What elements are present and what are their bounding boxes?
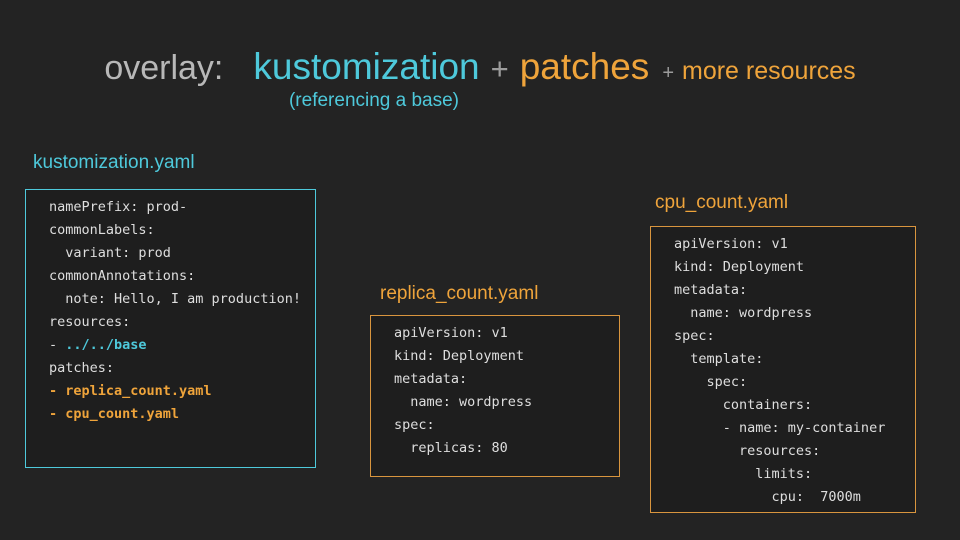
code-line: note: Hello, I am production! [49, 288, 307, 311]
code-line: metadata: [394, 368, 611, 391]
code-segment: resources: [49, 314, 131, 330]
code-line: containers: [674, 394, 907, 417]
code-line: limits: [674, 463, 907, 486]
code-segment: - [49, 337, 66, 353]
panel-kustomization-yaml: kustomization.yaml namePrefix: prod-comm… [25, 152, 316, 468]
code-box-kustomization: namePrefix: prod-commonLabels: variant: … [25, 189, 316, 468]
code-segment: spec: [674, 374, 748, 390]
panel-label-replica-count: replica_count.yaml [380, 283, 539, 304]
code-line: commonLabels: [49, 219, 307, 242]
code-line: - ../../base [49, 334, 307, 357]
code-segment: variant: prod [49, 245, 171, 261]
code-segment: apiVersion: v1 [674, 236, 788, 252]
code-segment: kind: Deployment [674, 259, 805, 275]
title-patches: patches [519, 46, 650, 87]
code-segment: - replica_count.yaml [49, 383, 212, 399]
code-line: name: wordpress [674, 302, 907, 325]
code-segment: - name: my-container [674, 420, 886, 436]
panel-cpu-count-yaml: cpu_count.yaml apiVersion: v1 kind: Deplo… [650, 192, 916, 513]
code-line: resources: [49, 311, 307, 334]
code-segment: apiVersion: v1 [394, 325, 508, 341]
code-segment: metadata: [394, 371, 468, 387]
code-line: namePrefix: prod- [49, 196, 307, 219]
code-segment: name: wordpress [394, 394, 533, 410]
code-line: spec: [674, 325, 907, 348]
code-segment: commonAnnotations: [49, 268, 196, 284]
code-segment: resources: [674, 443, 821, 459]
panel-label-cpu-count: cpu_count.yaml [655, 192, 789, 213]
code-segment: template: [674, 351, 764, 367]
code-segment: commonLabels: [49, 222, 155, 238]
code-segment: namePrefix: prod- [49, 199, 188, 215]
code-segment: name: wordpress [674, 305, 813, 321]
code-segment: kind: Deployment [394, 348, 525, 364]
code-segment: ../../base [65, 337, 147, 353]
code-line: metadata: [674, 279, 907, 302]
title-plus-2: + [662, 62, 674, 84]
code-segment: note: Hello, I am production! [49, 291, 301, 307]
title-overlay: overlay: [104, 49, 224, 87]
code-line: kind: Deployment [674, 256, 907, 279]
code-line: apiVersion: v1 [674, 233, 907, 256]
panel-replica-count-yaml: replica_count.yaml apiVersion: v1 kind: D… [370, 283, 620, 477]
code-line: spec: [674, 371, 907, 394]
code-segment: metadata: [674, 282, 748, 298]
code-segment: - cpu_count.yaml [49, 406, 180, 422]
code-line: replicas: 80 [394, 437, 611, 460]
code-segment: patches: [49, 360, 115, 376]
code-line: apiVersion: v1 [394, 322, 611, 345]
code-line: variant: prod [49, 242, 307, 265]
code-line: kind: Deployment [394, 345, 611, 368]
code-segment: replicas: 80 [394, 440, 508, 456]
code-line: cpu: 7000m [674, 486, 907, 509]
code-line: patches: [49, 357, 307, 380]
panel-label-kustomization: kustomization.yaml [33, 152, 195, 173]
code-segment: spec: [674, 328, 715, 344]
code-line: resources: [674, 440, 907, 463]
code-segment: limits: [674, 466, 813, 482]
code-line: spec: [394, 414, 611, 437]
title-subtitle: (referencing a base) [288, 90, 460, 111]
code-segment: cpu: 7000m [674, 489, 861, 505]
title-plus-1: + [490, 51, 509, 86]
code-segment: spec: [394, 417, 435, 433]
code-line: - cpu_count.yaml [49, 403, 307, 426]
code-line: commonAnnotations: [49, 265, 307, 288]
code-line: template: [674, 348, 907, 371]
slide-title: overlay: kustomization + patches + more … [0, 46, 960, 88]
title-kustomization: kustomization [253, 46, 480, 87]
code-segment: containers: [674, 397, 813, 413]
code-line: - name: my-container [674, 417, 907, 440]
title-more-resources: more resources [682, 57, 856, 85]
code-line: name: wordpress [394, 391, 611, 414]
code-line: - replica_count.yaml [49, 380, 307, 403]
